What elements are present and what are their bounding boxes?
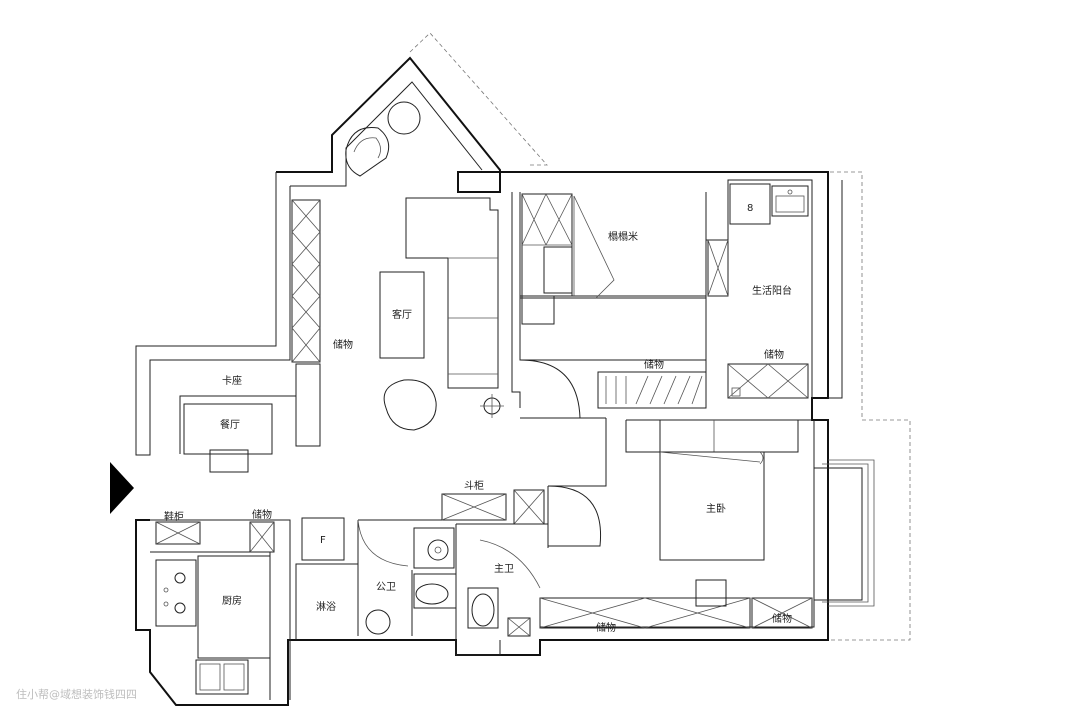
label-master: 主卧 (706, 502, 726, 515)
cabinet-small (513, 489, 545, 525)
watermark-text: 住小帮@域想装饰钱四四 (16, 687, 137, 701)
label-kitchen-storage: 储物 (252, 508, 272, 521)
label-dining: 餐厅 (220, 418, 240, 431)
tatami-furniture (519, 193, 707, 325)
label-master-bath: 主卫 (494, 563, 514, 575)
tatami-side-cabinet (707, 239, 729, 297)
label-living: 客厅 (392, 308, 412, 321)
door-swing-tatami (519, 359, 581, 419)
kitchen-area (150, 519, 291, 700)
label-storage-right: 储物 (772, 612, 792, 625)
master-bed (659, 419, 799, 561)
label-public-bath: 公卫 (376, 582, 396, 593)
sofa (405, 197, 499, 389)
master-bay-window (814, 459, 875, 607)
coffee-table (379, 271, 425, 359)
cabinet-dougui (441, 493, 507, 521)
storage-rack-mid (597, 371, 707, 409)
storage-right (751, 597, 813, 629)
label-shower: 淋浴 (316, 600, 336, 613)
balcony-fixtures (729, 183, 809, 225)
label-kitchen: 厨房 (222, 594, 242, 607)
desk-chair (695, 579, 727, 607)
dining-area (179, 363, 321, 473)
label-tatami: 榻榻米 (608, 230, 638, 243)
living-armchair (383, 379, 437, 431)
fridge (301, 517, 345, 561)
public-bathroom (295, 519, 457, 640)
label-box-mark: 8 (747, 203, 753, 214)
master-bedroom-walls (547, 418, 812, 548)
balcony-outline-top (409, 32, 548, 166)
storage-balcony (727, 363, 809, 399)
storage-cabinet-left (291, 199, 321, 363)
label-storage-left: 储物 (333, 338, 353, 351)
label-cabinet: 斗柜 (464, 479, 484, 492)
corner-armchair (345, 101, 421, 177)
label-shoe-cabinet: 鞋柜 (164, 510, 184, 523)
storage-bottom (539, 597, 751, 629)
label-storage-balcony: 储物 (764, 348, 784, 361)
label-fridge-mark: F (320, 535, 326, 546)
balcony-outline-right (830, 171, 911, 641)
label-storage-mid: 储物 (644, 358, 664, 371)
label-balcony: 生活阳台 (752, 284, 792, 297)
label-storage-bottom: 储物 (596, 621, 616, 634)
door-swing-master (547, 485, 602, 547)
label-kaza: 卡座 (222, 374, 242, 387)
entrance-arrow-icon (110, 462, 134, 514)
floor-lamp-icon (480, 394, 504, 418)
master-bathroom (455, 523, 549, 640)
